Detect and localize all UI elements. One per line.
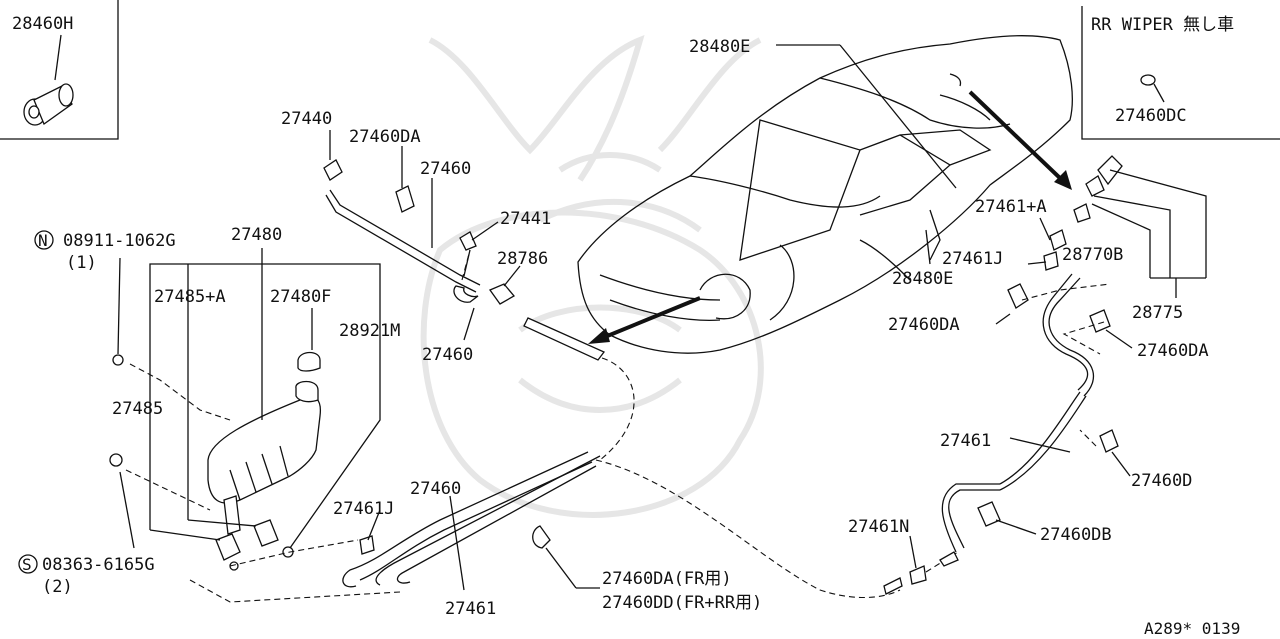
label-27461J-1: 27461J: [333, 499, 394, 519]
label-27480F: 27480F: [270, 287, 331, 307]
label-27461J-2: 27461J: [942, 249, 1003, 269]
inset-right-part-label: 27460DC: [1115, 106, 1187, 126]
label-28770B: 28770B: [1062, 245, 1123, 265]
rear-parts: [776, 44, 1207, 569]
label-27460DA-3: 27460DA: [1137, 341, 1209, 361]
washer-reservoir: [109, 351, 322, 571]
label-27460-1: 27460: [420, 159, 471, 179]
inset-right-box: RR WIPER 無し車 27460DC: [1081, 6, 1280, 140]
watermark-emblem: [420, 34, 764, 518]
label-bolt-n: 08911-1062G: [63, 231, 176, 251]
s-mark: S: [18, 554, 38, 574]
label-bolt-n-qty: (1): [66, 253, 97, 273]
label-bolt-s-qty: (2): [42, 577, 73, 597]
label-27460DA-1: 27460DA: [349, 127, 421, 147]
label-27460-2: 27460: [422, 345, 473, 365]
label-27460DD: 27460DD(FR+RR用): [602, 593, 762, 613]
flow-arrow-rear: [968, 90, 1072, 190]
n-mark-letter: N: [38, 231, 48, 250]
label-27461-1: 27461: [445, 599, 496, 619]
label-28921M: 28921M: [339, 321, 400, 341]
label-27460D: 27460D: [1131, 471, 1192, 491]
n-mark: N: [34, 230, 54, 250]
label-27485A: 27485+A: [154, 287, 226, 307]
label-27460-3: 27460: [410, 479, 461, 499]
inset-left-box: 28460H: [0, 0, 119, 140]
label-bolt-s: 08363-6165G: [42, 555, 155, 575]
leader-lines-left: [117, 130, 600, 603]
inset-right-title: RR WIPER 無し車: [1091, 15, 1234, 35]
flow-arrow-front: [588, 296, 701, 344]
label-27440: 27440: [281, 109, 332, 129]
label-27460DB: 27460DB: [1040, 525, 1112, 545]
label-28480E-2: 28480E: [892, 269, 953, 289]
label-27461N: 27461N: [848, 517, 909, 537]
footer-code: A289* 0139: [1144, 619, 1240, 638]
label-28480E-top: 28480E: [689, 37, 750, 57]
label-27441: 27441: [500, 209, 551, 229]
label-27461-2: 27461: [940, 431, 991, 451]
s-mark-letter: S: [22, 555, 32, 574]
inset-left-part-label: 28460H: [12, 14, 73, 34]
label-27480: 27480: [231, 225, 282, 245]
underbody-hoses: [342, 273, 1094, 599]
car-body: [577, 34, 1073, 354]
label-27461A: 27461+A: [975, 197, 1047, 217]
label-28786: 28786: [497, 249, 548, 269]
label-27460DA-fr: 27460DA(FR用): [602, 569, 732, 589]
label-27460DA-2: 27460DA: [888, 315, 960, 335]
front-hoses: [323, 159, 635, 461]
grommet-part: [23, 83, 74, 126]
label-27485: 27485: [112, 399, 163, 419]
label-28775: 28775: [1132, 303, 1183, 323]
